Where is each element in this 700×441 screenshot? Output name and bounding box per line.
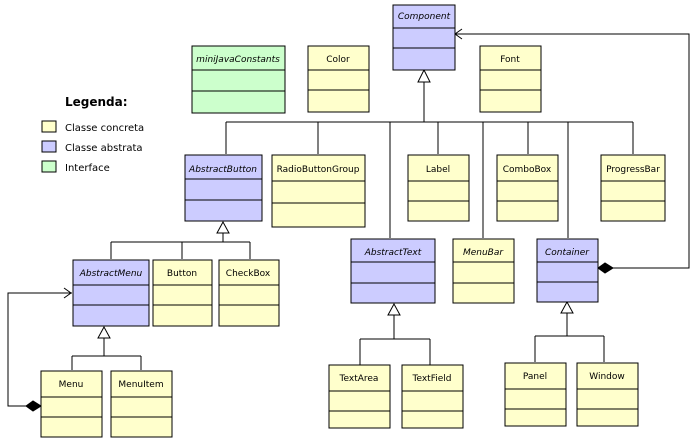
class-menu-bar: MenuBar <box>452 238 515 304</box>
class-abstract-text-name: AbstractText <box>364 248 422 258</box>
inheritance-arrows <box>97 68 574 339</box>
class-check-box-name: CheckBox <box>226 269 271 279</box>
class-color-name: Color <box>326 55 350 65</box>
class-container: Container <box>536 238 599 303</box>
class-check-box: CheckBox <box>218 259 280 327</box>
class-abstract-menu-name: AbstractMenu <box>79 269 143 279</box>
class-abstract-button-name: AbstractButton <box>188 165 257 175</box>
class-font-name: Font <box>500 55 520 65</box>
class-combo-box: ComboBox <box>496 154 559 222</box>
class-menu-item-name: MenuItem <box>118 380 163 390</box>
class-abstract-button: AbstractButton <box>184 154 263 222</box>
legend-title: Legenda: <box>65 95 128 109</box>
connectors <box>7 28 690 407</box>
class-button: Button <box>152 259 213 327</box>
class-label: Label <box>407 154 470 222</box>
legend-swatch-interface <box>41 160 57 173</box>
class-progress-bar-name: ProgressBar <box>606 165 660 175</box>
class-menu-item: MenuItem <box>110 370 173 438</box>
class-menu-name: Menu <box>59 380 84 390</box>
legend-label-concrete: Classe concreta <box>65 123 144 134</box>
class-menu-bar-name: MenuBar <box>463 248 504 258</box>
class-container-name: Container <box>545 248 590 258</box>
class-component: Component <box>392 4 456 71</box>
class-window-name: Window <box>589 372 625 382</box>
class-combo-box-name: ComboBox <box>503 165 552 175</box>
class-menu: Menu <box>40 370 103 438</box>
legend-label-abstract: Classe abstrata <box>65 143 143 154</box>
class-color: Color <box>307 45 370 113</box>
class-window: Window <box>576 362 639 427</box>
class-font: Font <box>479 45 542 113</box>
class-label-name: Label <box>426 165 450 175</box>
class-text-field-name: TextField <box>412 374 452 384</box>
class-text-field: TextField <box>401 364 464 429</box>
class-text-area-name: TextArea <box>339 374 379 384</box>
class-component-name: Component <box>398 12 451 22</box>
class-progress-bar: ProgressBar <box>600 154 666 222</box>
class-minijava-constants: miniJavaConstants <box>191 45 286 114</box>
class-radio-button-group: RadioButtonGroup <box>271 154 366 228</box>
class-panel-name: Panel <box>523 372 547 382</box>
legend-label-interface: Interface <box>65 163 110 174</box>
legend: Legenda: Classe concreta Classe abstrata… <box>41 95 144 174</box>
legend-swatch-concrete <box>41 120 57 133</box>
class-text-area: TextArea <box>328 364 391 429</box>
class-minijava-name: miniJavaConstants <box>196 55 280 65</box>
class-abstract-text: AbstractText <box>350 238 436 304</box>
legend-swatch-abstract <box>41 140 57 153</box>
class-panel: Panel <box>504 362 567 427</box>
class-button-name: Button <box>167 269 197 279</box>
class-radio-button-group-name: RadioButtonGroup <box>277 165 360 175</box>
class-abstract-menu: AbstractMenu <box>72 259 150 327</box>
